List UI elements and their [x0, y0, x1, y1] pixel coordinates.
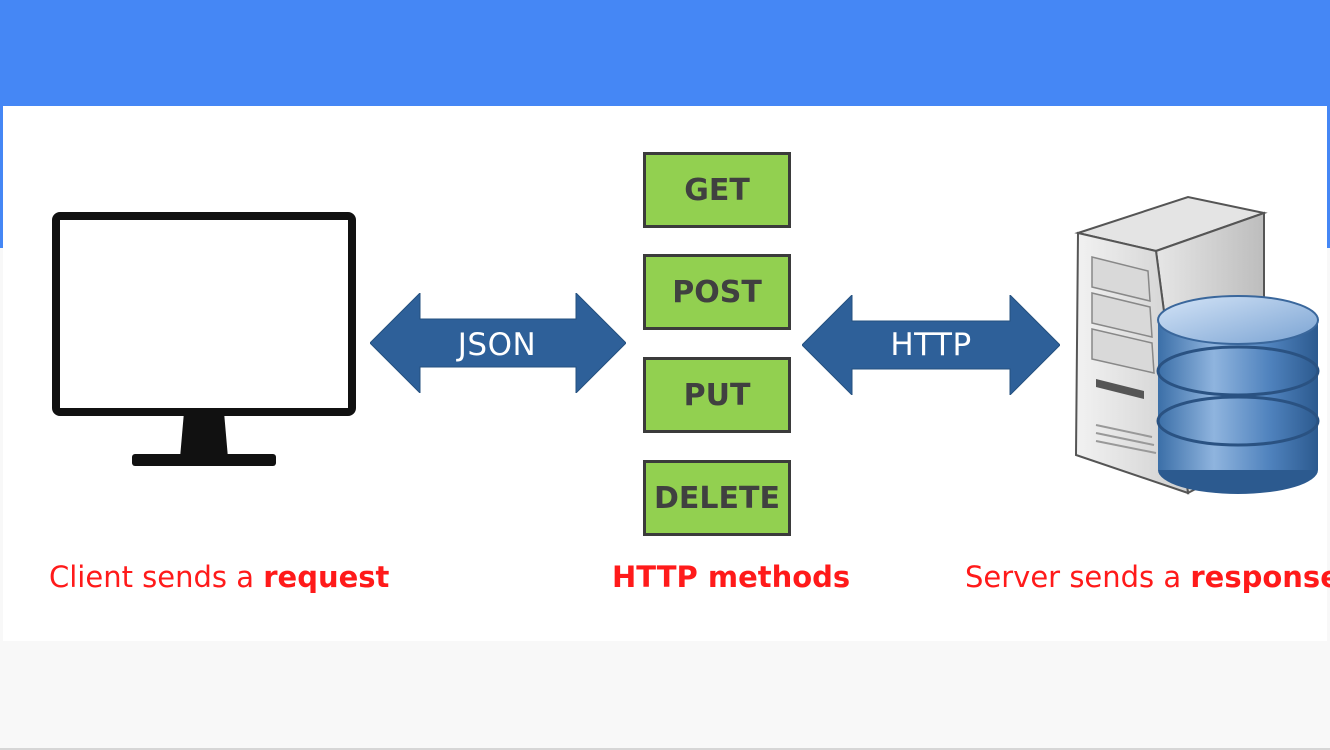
- method-get: GET: [643, 152, 791, 228]
- method-delete: DELETE: [643, 460, 791, 536]
- http-methods-caption: HTTP methods: [612, 560, 851, 594]
- server-caption: Server sends a response: [965, 560, 1330, 594]
- bottom-rule: [0, 748, 1330, 750]
- client-caption-emphasis: request: [263, 560, 390, 594]
- method-put: PUT: [643, 357, 791, 433]
- client-caption-text: Client sends a: [49, 560, 264, 594]
- left-edge-band: [0, 108, 3, 248]
- http-arrow-label: HTTP: [890, 327, 972, 363]
- method-post: POST: [643, 254, 791, 330]
- server-caption-emphasis: response: [1190, 560, 1330, 594]
- client-monitor-icon: [52, 212, 356, 466]
- server-caption-text: Server sends a: [965, 560, 1191, 594]
- right-edge-band: [1327, 108, 1330, 248]
- json-arrow-label: JSON: [457, 327, 537, 363]
- client-caption: Client sends a request: [49, 560, 389, 594]
- json-double-arrow: [370, 293, 626, 393]
- http-double-arrow: [802, 295, 1060, 395]
- server-database-icon: [1074, 195, 1320, 495]
- header-band: [0, 0, 1330, 108]
